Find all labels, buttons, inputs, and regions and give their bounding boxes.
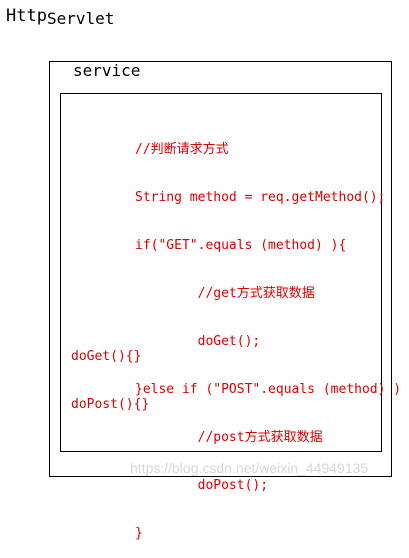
doget-method: doGet(){} bbox=[71, 349, 142, 364]
code-line-close-brace: } bbox=[135, 526, 143, 541]
watermark-text: https://blog.csdn.net/weixin_44949135 bbox=[130, 460, 369, 476]
code-line-get-comment: //get方式获取数据 bbox=[135, 286, 315, 301]
httpservlet-title: HttpServlet bbox=[6, 6, 115, 28]
title-suffix: Servlet bbox=[46, 9, 115, 28]
code-line-doget-call: doGet(); bbox=[135, 334, 261, 349]
service-code-block: //判断请求方式 String method = req.getMethod()… bbox=[135, 110, 401, 558]
code-line-comment: //判断请求方式 bbox=[135, 142, 229, 157]
code-line-else-if-post: }else if ("POST".equals (method) ) bbox=[135, 382, 402, 397]
dopost-method: doPost(){} bbox=[71, 397, 150, 412]
code-line-post-comment: //post方式获取数据 bbox=[135, 430, 323, 445]
service-container bbox=[49, 61, 392, 477]
code-line-dopost-call: doPost(); bbox=[135, 478, 269, 493]
code-line-get-method: String method = req.getMethod(); bbox=[135, 190, 386, 205]
method-declarations: doGet(){} doPost(){} bbox=[71, 317, 149, 429]
code-line-if-get: if("GET".equals (method) ){ bbox=[135, 238, 347, 253]
service-body-box bbox=[60, 93, 382, 452]
title-prefix: Http bbox=[6, 6, 47, 26]
service-label: service bbox=[73, 61, 141, 80]
